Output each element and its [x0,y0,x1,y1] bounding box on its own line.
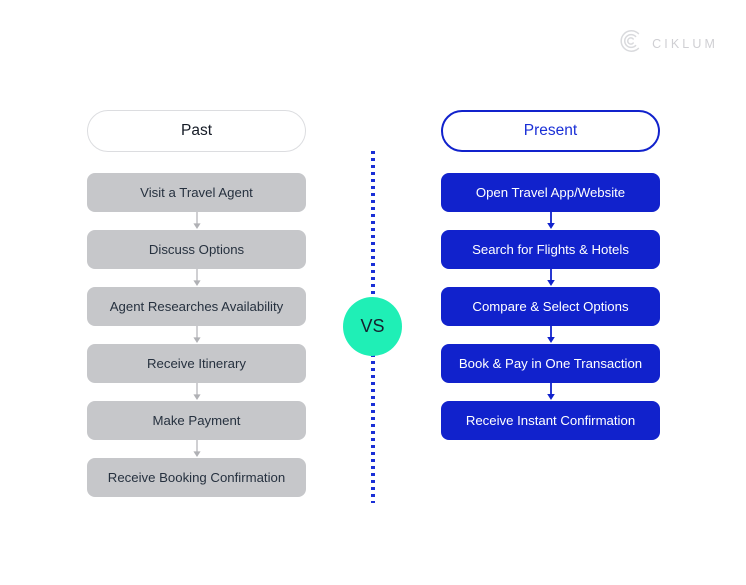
past-connector-4 [87,383,306,401]
past-connector-1 [87,212,306,230]
past-step-4: Receive Itinerary [87,344,306,383]
past-flow: Visit a Travel Agent Discuss Options Age… [87,173,306,497]
past-step-3: Agent Researches Availability [87,287,306,326]
present-connector-3 [441,326,660,344]
past-connector-5 [87,440,306,458]
brand-logo: CIKLUM [619,29,718,58]
present-column-header: Present [441,110,660,152]
brand-wordmark: CIKLUM [652,36,718,51]
present-flow: Open Travel App/Website Search for Fligh… [441,173,660,440]
present-step-3: Compare & Select Options [441,287,660,326]
past-step-5: Make Payment [87,401,306,440]
present-step-4: Book & Pay in One Transaction [441,344,660,383]
present-step-1: Open Travel App/Website [441,173,660,212]
ciklum-c-mark-icon [619,29,643,58]
past-column: Past Visit a Travel Agent Discuss Option… [87,110,306,497]
past-column-header: Past [87,110,306,152]
past-step-6: Receive Booking Confirmation [87,458,306,497]
present-step-2: Search for Flights & Hotels [441,230,660,269]
present-connector-2 [441,269,660,287]
past-step-1: Visit a Travel Agent [87,173,306,212]
past-step-2: Discuss Options [87,230,306,269]
present-step-5: Receive Instant Confirmation [441,401,660,440]
past-connector-2 [87,269,306,287]
past-connector-3 [87,326,306,344]
present-connector-1 [441,212,660,230]
present-connector-4 [441,383,660,401]
present-column: Present Open Travel App/Website Search f… [441,110,660,440]
vs-badge: VS [343,297,402,356]
